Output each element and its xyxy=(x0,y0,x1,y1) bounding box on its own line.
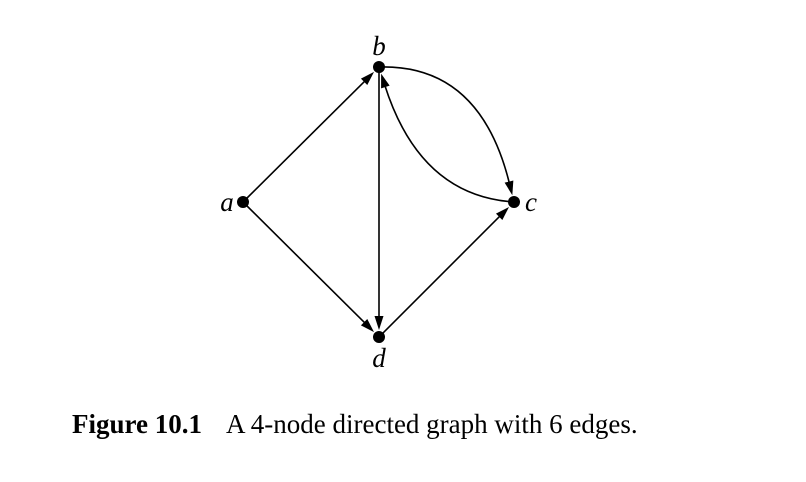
node-label-c: c xyxy=(525,187,537,217)
node-label-a: a xyxy=(220,187,234,217)
node-label-d: d xyxy=(372,343,386,373)
node-b xyxy=(373,61,385,73)
edge-a-to-d xyxy=(242,201,375,333)
figure-caption: Figure 10.1 A 4-node directed graph with … xyxy=(72,404,638,444)
edge-c-to-b-arrowhead xyxy=(381,73,390,89)
node-d xyxy=(373,331,385,343)
edge-d-to-c-line xyxy=(378,214,502,338)
caption-text: A 4-node directed graph with 6 edges. xyxy=(226,409,638,439)
edge-b-to-c-arrowhead xyxy=(504,180,514,196)
node-c xyxy=(508,196,520,208)
edge-a-to-b-line xyxy=(242,79,367,203)
edge-a-to-d-arrowhead xyxy=(360,319,375,333)
edge-b-to-c-line xyxy=(378,66,511,184)
node-a xyxy=(237,196,249,208)
caption-label: Figure 10.1 xyxy=(72,409,202,439)
edge-c-to-b xyxy=(381,73,515,203)
edge-c-to-b-line xyxy=(383,84,515,203)
edge-a-to-b xyxy=(242,71,375,203)
node-label-b: b xyxy=(372,31,386,61)
edge-d-to-c xyxy=(378,206,510,338)
edge-a-to-b-arrowhead xyxy=(360,71,375,85)
edge-a-to-d-line xyxy=(242,201,367,325)
edge-b-to-d xyxy=(374,67,384,330)
edge-b-to-c xyxy=(378,66,514,196)
edge-d-to-c-arrowhead xyxy=(495,206,510,221)
edge-b-to-d-arrowhead xyxy=(374,316,384,330)
